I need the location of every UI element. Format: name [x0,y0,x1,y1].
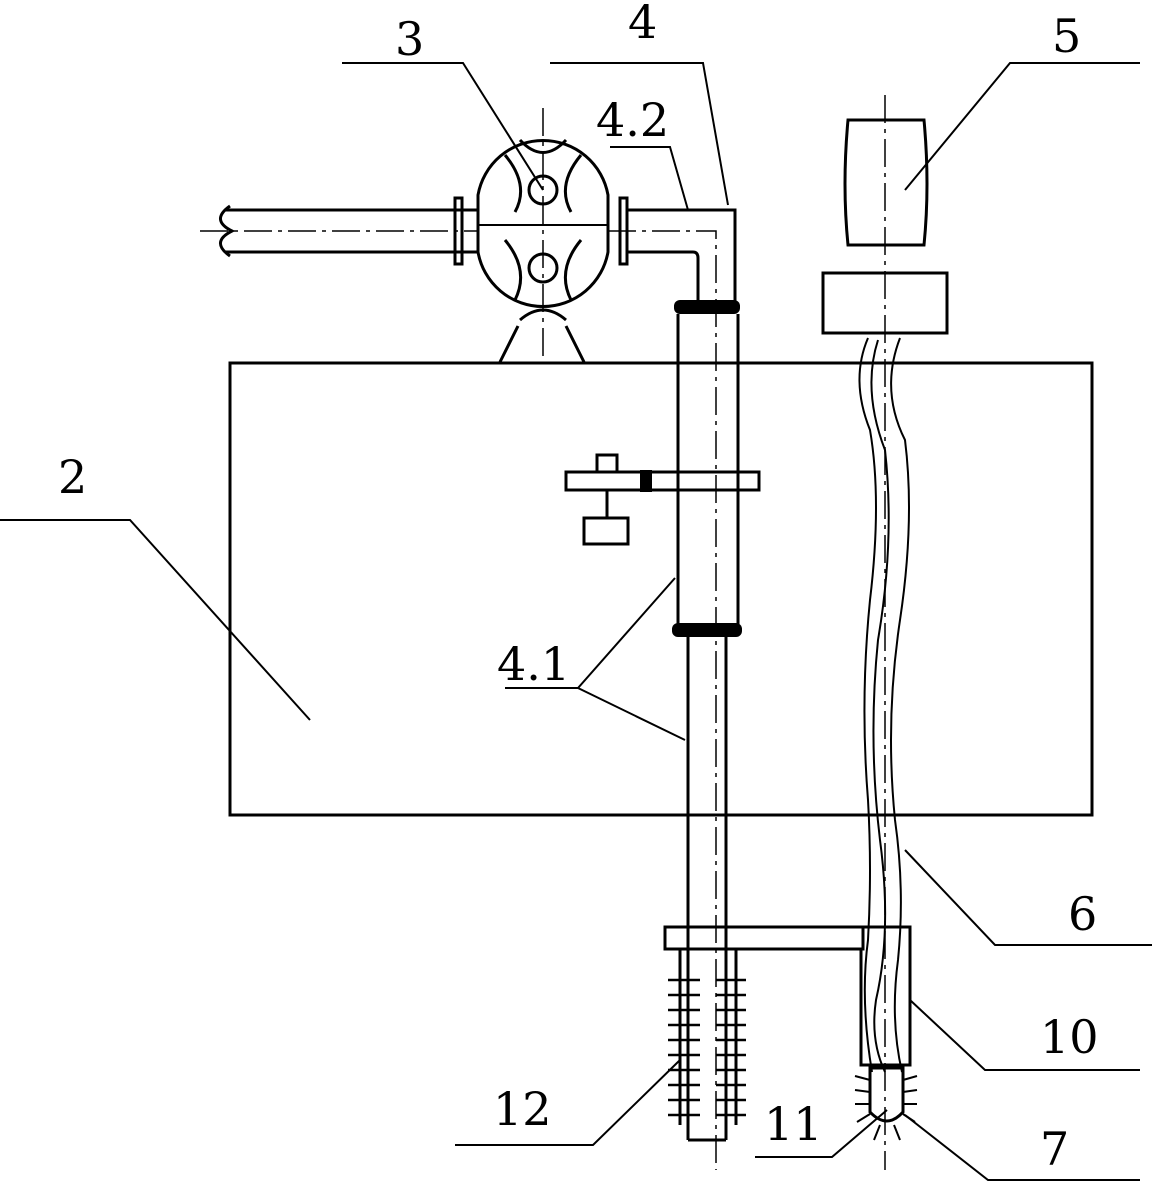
label-tank: 2 [58,450,87,504]
bracket [663,925,912,1067]
pipe-clamp [564,453,761,546]
flexible-shaft [858,337,910,1073]
label-sleeve: 10 [1040,1010,1099,1064]
label-pipe-upper: 4.2 [596,93,669,147]
outlet-pipe [608,196,740,1170]
label-bristles: 12 [493,1082,552,1136]
label-nozzle: 11 [764,1097,823,1151]
tank-body [228,361,1094,817]
coupling-lower [672,623,742,637]
motor [821,95,949,1170]
label-pipe: 4 [628,0,657,49]
label-pump: 3 [395,12,424,66]
coupling-upper [674,300,740,314]
pump [476,108,610,363]
leader-lines [0,62,1152,1181]
label-motor: 5 [1052,9,1081,63]
label-brush-head: 7 [1040,1122,1069,1176]
vertical-pipe [672,314,742,1142]
label-shaft: 6 [1068,887,1097,941]
bristles [668,950,746,1125]
label-pipe-lower: 4.1 [497,637,570,691]
inlet-pipe [200,196,478,266]
